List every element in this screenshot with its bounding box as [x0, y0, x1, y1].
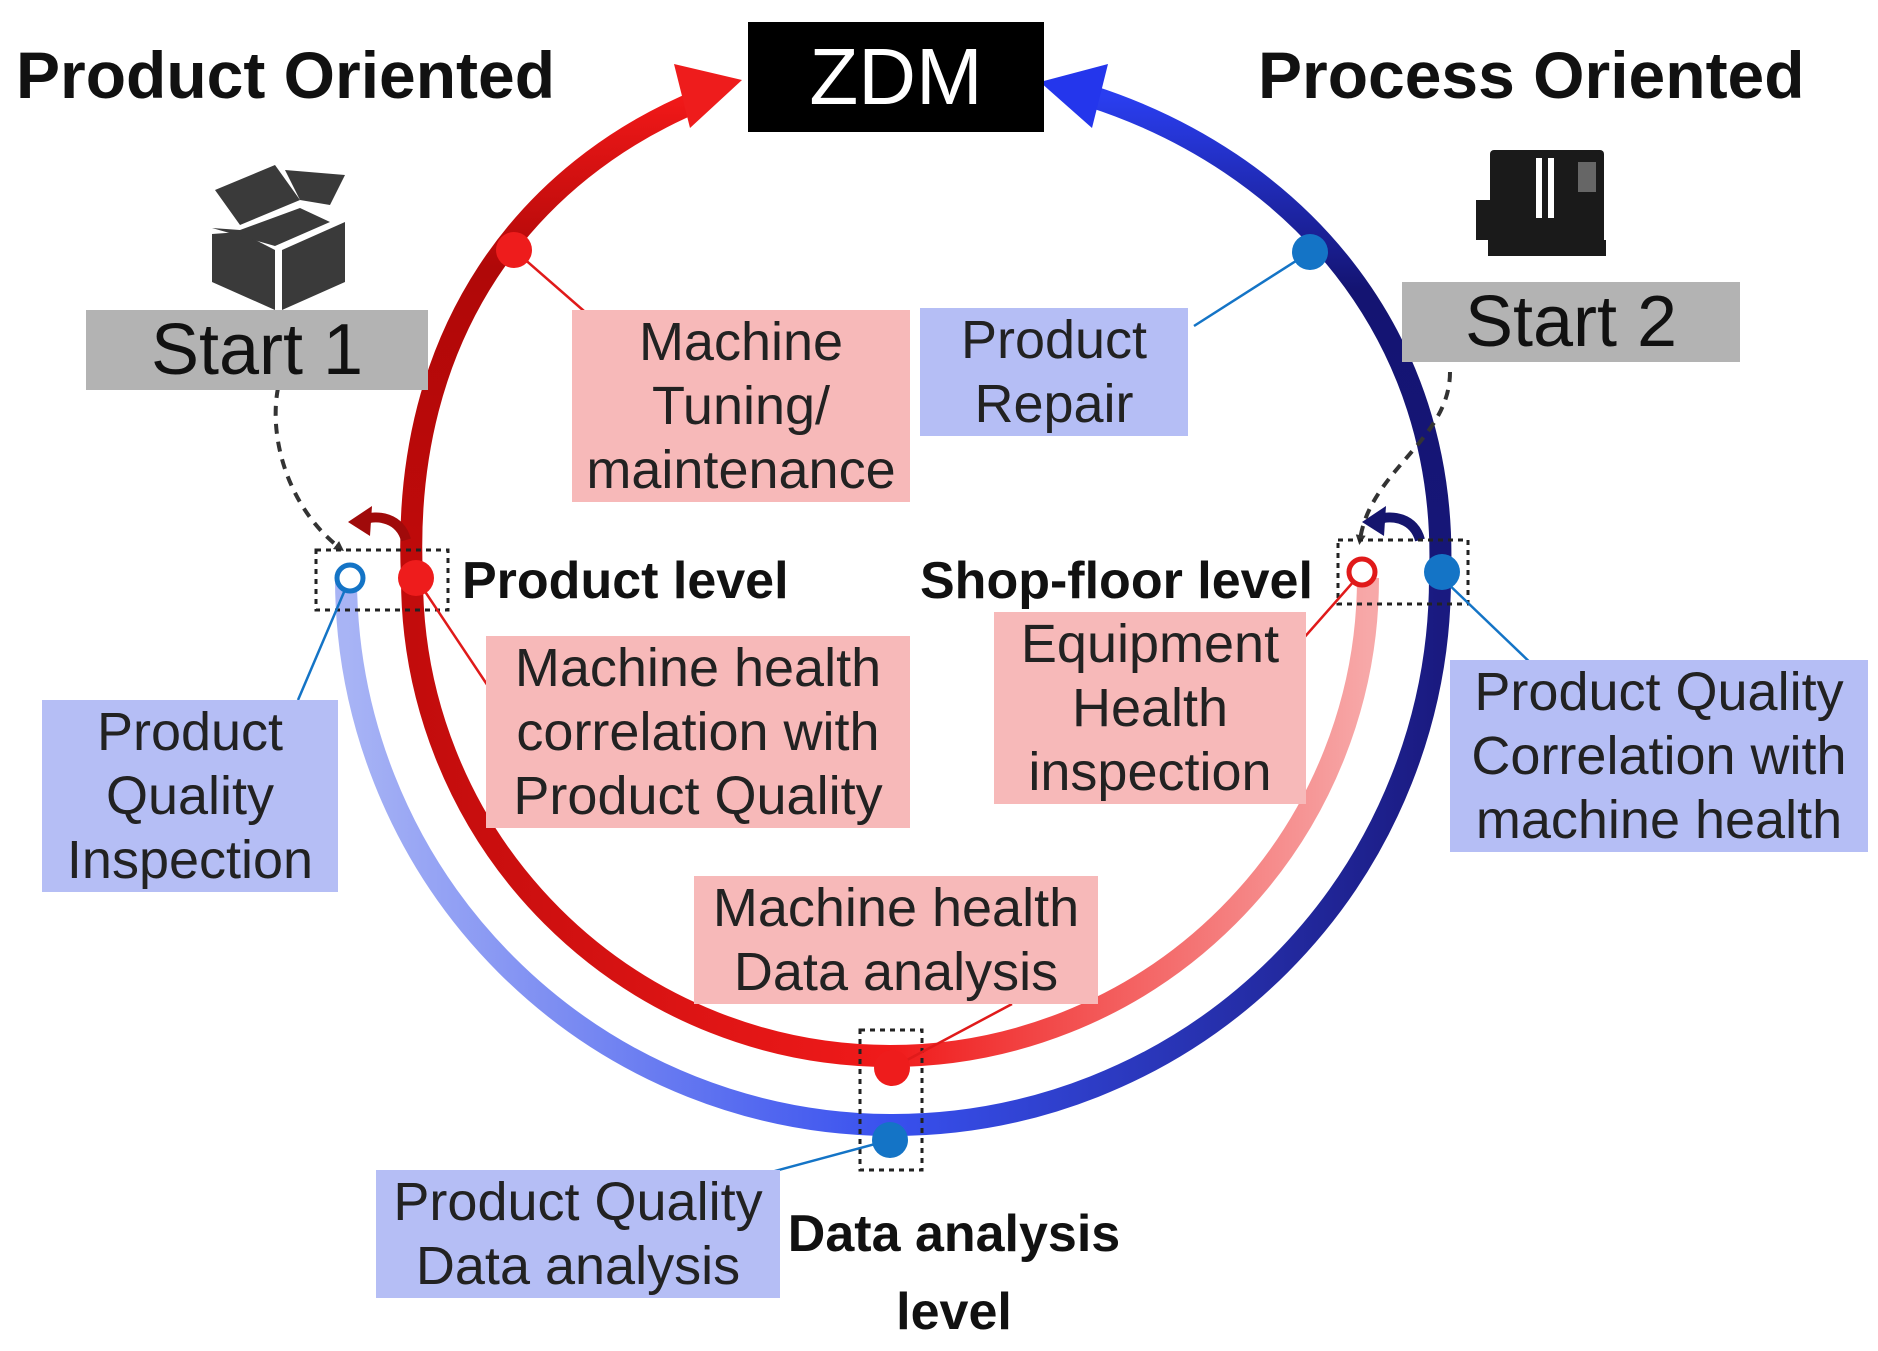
- product-quality-correlation-label: Product Quality Correlation with machine…: [1450, 660, 1868, 852]
- data-analysis-level-label: Data analysis level: [784, 1195, 1124, 1351]
- data-analysis-level-box: [858, 1028, 924, 1172]
- machine-health-data-dot: [874, 1050, 910, 1086]
- machine-tuning-dot: [496, 232, 532, 268]
- mhc-line1: Machine health: [514, 638, 882, 698]
- product-repair-line1: Product: [960, 310, 1148, 370]
- data-analysis-level-line2: level: [896, 1283, 1012, 1341]
- shopfloor-level-label: Shop-floor level: [920, 552, 1313, 610]
- equipment-health-label: Equipment Health inspection: [994, 612, 1306, 804]
- pqi-line2: Quality: [105, 766, 275, 826]
- pqi-line1: Product: [96, 702, 284, 762]
- pqc-line1: Product Quality: [1474, 662, 1844, 722]
- pqd-line1: Product Quality: [393, 1172, 763, 1232]
- machine-tuning-line3: maintenance: [586, 440, 896, 500]
- cnc-machine-icon: [1476, 150, 1606, 256]
- data-analysis-level-line1: Data analysis: [787, 1205, 1121, 1263]
- left-red-arrowhead: [674, 64, 742, 128]
- right-blue-arc: [1086, 85, 1452, 579]
- product-quality-data-dot: [872, 1122, 908, 1158]
- product-repair-dot: [1292, 234, 1328, 270]
- product-repair-label: Product Repair: [920, 308, 1188, 436]
- product-level-box: [314, 548, 450, 612]
- mhd-line1: Machine health: [712, 878, 1080, 938]
- product-quality-data-label: Product Quality Data analysis: [376, 1170, 780, 1298]
- machine-health-data-label: Machine health Data analysis: [694, 876, 1098, 1004]
- pqi-line3: Inspection: [66, 830, 314, 890]
- product-repair-line2: Repair: [974, 374, 1134, 434]
- equipment-health-dot: [1346, 556, 1378, 588]
- mhc-line3: Product Quality: [513, 766, 883, 826]
- pqd-line2: Data analysis: [415, 1236, 741, 1296]
- mhc-line2: correlation with: [516, 702, 880, 762]
- zdm-title-box: ZDM: [748, 22, 1044, 132]
- start1-dashed-arrow: [273, 387, 344, 552]
- open-box-icon: [212, 165, 345, 310]
- product-quality-inspection-dot: [334, 562, 366, 594]
- eh-line2: Health: [1071, 678, 1229, 738]
- machine-tuning-line1: Machine: [638, 312, 844, 372]
- product-quality-inspection-label: Product Quality Inspection: [42, 700, 338, 892]
- pqc-line2: Correlation with: [1471, 726, 1847, 786]
- product-quality-correlation-dot: [1424, 554, 1460, 590]
- left-red-arc: [400, 89, 705, 579]
- machine-health-correlation-label: Machine health correlation with Product …: [486, 636, 910, 828]
- start2-box: Start 2: [1402, 282, 1740, 362]
- process-oriented-title: Process Oriented: [1258, 38, 1805, 112]
- eh-line3: inspection: [1028, 742, 1272, 802]
- start2-dashed-arrow: [1355, 371, 1452, 545]
- right-blue-arrowhead: [1040, 64, 1108, 128]
- mhd-line2: Data analysis: [733, 942, 1059, 1002]
- eh-line1: Equipment: [1020, 614, 1280, 674]
- pqc-line3: machine health: [1475, 790, 1843, 850]
- machine-tuning-label: Machine Tuning/ maintenance: [572, 310, 910, 502]
- product-oriented-title: Product Oriented: [16, 38, 556, 112]
- product-level-label: Product level: [462, 552, 789, 610]
- machine-health-correlation-dot: [398, 560, 434, 596]
- start1-box: Start 1: [86, 310, 428, 390]
- machine-tuning-line2: Tuning/: [651, 376, 831, 436]
- shopfloor-level-box: [1336, 538, 1470, 606]
